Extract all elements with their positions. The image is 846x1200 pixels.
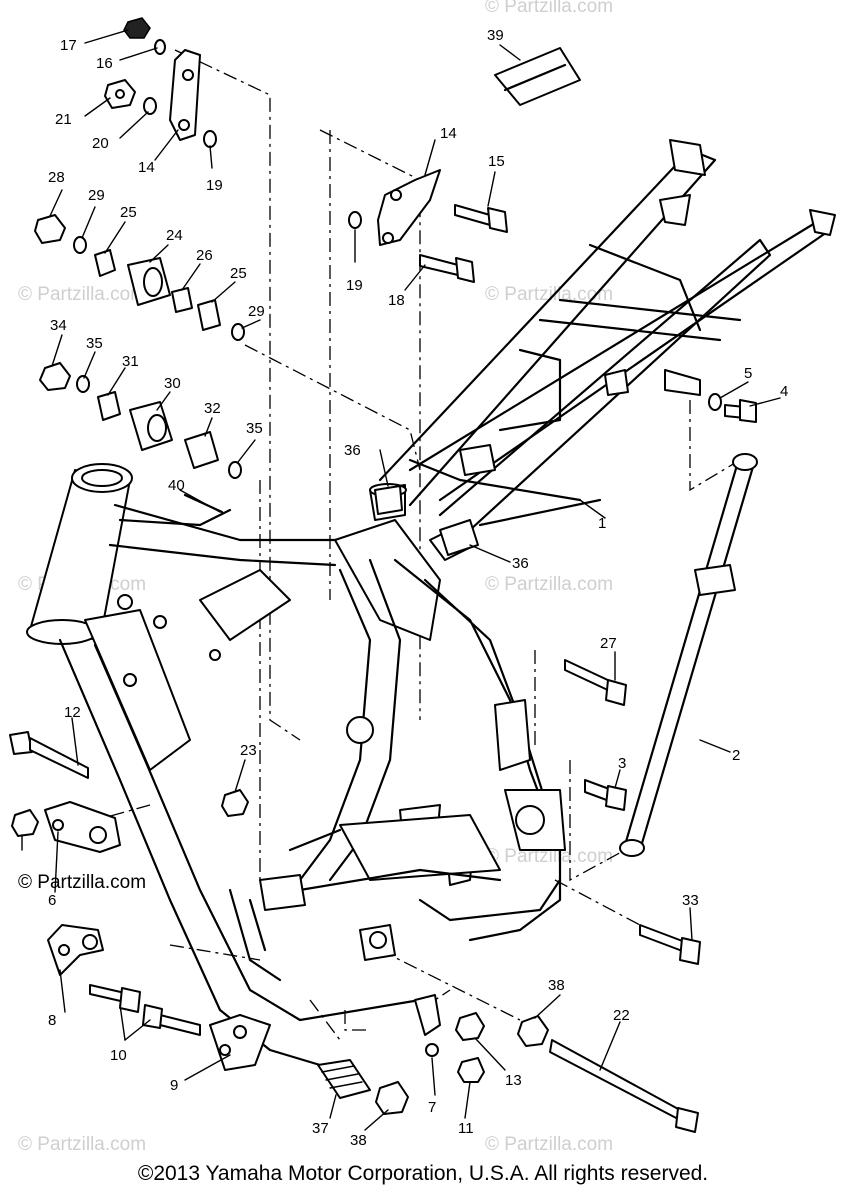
main-frame [26,463,566,1067]
callout-20: 20 [92,135,109,152]
callout-25: 25 [230,265,247,282]
watermark-text: © Partzilla.com [18,872,146,893]
rear-stay-part-2 [619,453,758,857]
callout-17: 17 [60,37,77,54]
callout-31: 31 [122,353,139,370]
callout-2: 2 [732,747,740,764]
callout-4: 4 [780,383,788,400]
callout-12: 12 [64,704,81,721]
callout-40: 40 [168,477,185,494]
callout-7: 7 [428,1099,436,1116]
callout-29: 29 [88,187,105,204]
parts-left [9,731,271,1071]
watermark-text: © Partzilla.com [485,0,613,17]
callout-38: 38 [548,977,565,994]
watermark-text: © Partzilla.com [485,846,613,867]
callout-22: 22 [613,1007,630,1024]
callout-35: 35 [86,335,103,352]
callout-3: 3 [618,755,626,772]
parts-upper-left [34,17,245,479]
callout-34: 34 [50,317,67,334]
callout-6: 6 [48,892,56,909]
parts-right [517,659,701,1133]
callout-5: 5 [744,365,752,382]
callout-9: 9 [170,1077,178,1094]
callout-29: 29 [248,303,265,320]
callout-16: 16 [96,55,113,72]
callout-21: 21 [55,111,72,128]
rear-subframe [369,139,836,561]
watermark-text: © Partzilla.com [485,574,613,595]
parts-bottom [248,898,485,1115]
callout-33: 33 [682,892,699,909]
watermark-text: © Partzilla.com [18,284,146,305]
copyright-notice: ©2013 Yamaha Motor Corporation, U.S.A. A… [137,1162,709,1185]
callout-labels: 1 2 3 4 5 6 7 8 9 10 11 12 13 14 14 15 1… [48,27,788,1149]
callout-27: 27 [600,635,617,652]
callout-13: 13 [505,1072,522,1089]
callout-10: 10 [110,1047,127,1064]
callout-32: 32 [204,400,221,417]
callout-26: 26 [196,247,213,264]
callout-19: 19 [206,177,223,194]
callout-37: 37 [312,1120,329,1137]
callout-14: 14 [138,159,155,176]
callout-18: 18 [388,292,405,309]
callout-36: 36 [512,555,529,572]
callout-25: 25 [120,204,137,221]
watermark-text: © Partzilla.com [485,284,613,305]
callout-19: 19 [346,277,363,294]
callout-35: 35 [246,420,263,437]
callout-24: 24 [166,227,183,244]
callout-36: 36 [344,442,361,459]
callout-8: 8 [48,1012,56,1029]
callout-28: 28 [48,169,65,186]
callout-1: 1 [598,515,606,532]
watermark-text: © Partzilla.com [18,1134,146,1155]
callout-38: 38 [350,1132,367,1149]
callout-14: 14 [440,125,457,142]
callout-15: 15 [488,153,505,170]
leader-lines [21,29,781,1131]
callout-39: 39 [487,27,504,44]
watermark-text: © Partzilla.com [485,1134,613,1155]
callout-23: 23 [240,742,257,759]
callout-30: 30 [164,375,181,392]
callout-11: 11 [458,1120,474,1137]
